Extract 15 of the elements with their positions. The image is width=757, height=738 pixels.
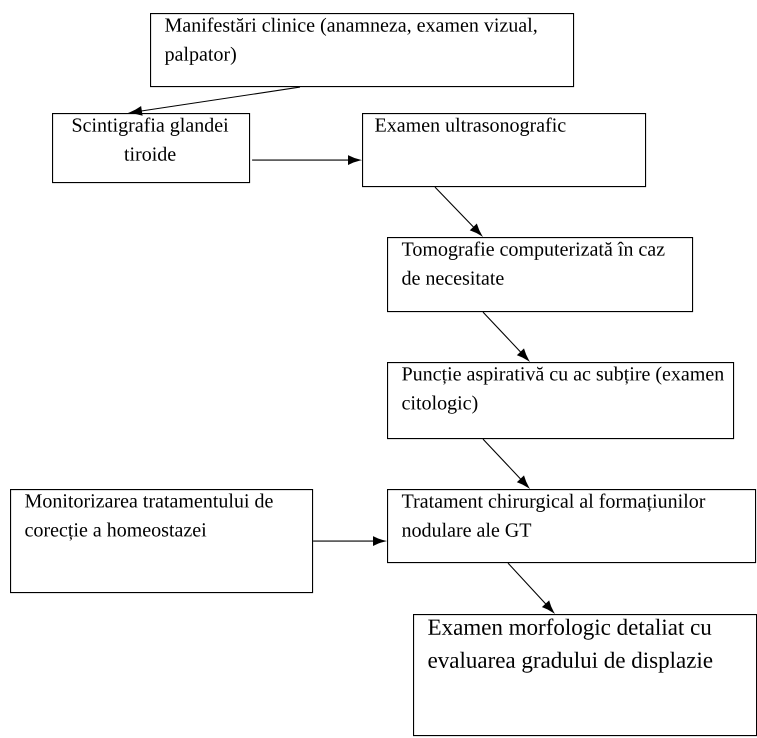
process-box: Tratament chirurgical al formațiunilor nodulare ale GT bbox=[387, 489, 756, 564]
arrow bbox=[508, 562, 554, 613]
arrow bbox=[482, 438, 529, 488]
arrow bbox=[313, 536, 386, 546]
process-box: Examen morfologic detaliat cu evaluarea gradului de displazie bbox=[413, 614, 757, 736]
process-box: Manifestări clinice (anamneza, examen vizual, palpator) bbox=[150, 13, 574, 88]
process-box: Monitorizarea tratamentului de corecție a homeostazei bbox=[10, 489, 314, 594]
process-box: Scintigrafia glandei tiroide bbox=[52, 113, 250, 184]
arrow bbox=[482, 312, 529, 361]
arrow bbox=[434, 186, 482, 236]
process-box: Puncție aspirativă cu ac subțire (examen citologic) bbox=[387, 362, 734, 440]
process-box: Tomografie computerizată în caz de necesitate bbox=[387, 237, 694, 312]
process-box: Examen ultrasonografic bbox=[362, 113, 646, 188]
arrow bbox=[130, 86, 300, 116]
arrow bbox=[252, 155, 360, 165]
